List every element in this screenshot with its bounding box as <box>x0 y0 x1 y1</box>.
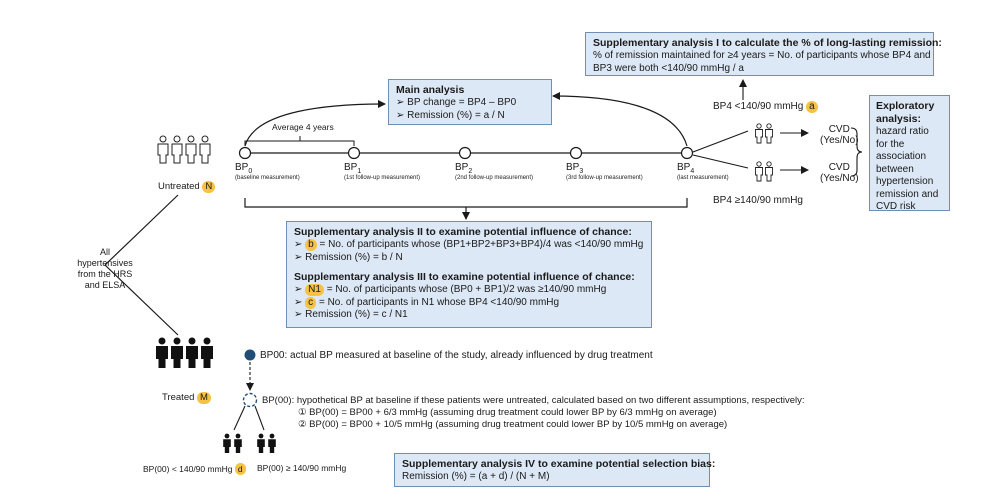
arrow-bp0-to-main <box>244 100 386 147</box>
exploratory-title: Exploratory analysis: <box>876 100 935 125</box>
treated-low-people-icon <box>223 433 242 453</box>
supp1-title: Supplementary analysis I to calculate th… <box>593 37 942 49</box>
untreated-people-icon <box>157 135 211 164</box>
node-bp2 <box>458 146 472 160</box>
supp4-title: Supplementary analysis IV to examine pot… <box>402 458 716 470</box>
node-bp0 <box>238 146 252 160</box>
bp00-hypothetical-dot <box>242 392 258 408</box>
bp00-dot <box>244 349 256 361</box>
badge-n1: N1 <box>305 284 324 296</box>
exploratory-box: Exploratory analysis: hazard ratio for t… <box>869 95 950 212</box>
untreated-label: Untreated N <box>158 181 216 193</box>
all-hypertensives-label: All hypertensives from the HRS and ELSA <box>77 247 133 290</box>
interval-bracket <box>244 140 355 146</box>
main-analysis-title: Main analysis <box>396 84 465 96</box>
cvd-label-1: CVD(Yes/No) <box>820 124 859 146</box>
supp4-box: Supplementary analysis IV to examine pot… <box>394 453 716 487</box>
remission-people-icon <box>755 123 773 144</box>
outcome-high-label: BP4 ≥140/90 mmHg <box>713 195 803 206</box>
label-bp2: BP2 <box>455 162 473 175</box>
assumption-2: ② BP(00) = BP00 + 10/5 mmHg (assuming dr… <box>298 419 728 430</box>
treated-people-icon <box>156 337 213 368</box>
treated-high-label: BP(00) ≥ 140/90 mmHg <box>257 463 347 473</box>
main-analysis-box: Main analysis ➢ BP change = BP4 – BP0 ➢ … <box>388 79 552 125</box>
timeline-nodes <box>238 146 694 160</box>
treated-low-label: BP(00) < 140/90 mmHg d <box>143 463 246 475</box>
bp00-description: BP00: actual BP measured at baseline of … <box>260 350 653 361</box>
tree-line-treated <box>104 264 179 336</box>
label-bp4: BP4 <box>677 162 695 175</box>
caption-bp0: (baseline measurement) <box>235 175 300 181</box>
bp00-hypothetical-description: BP(00): hypothetical BP at baseline if t… <box>262 395 805 406</box>
label-bp1: BP1 <box>344 162 362 175</box>
fork-low <box>692 130 749 153</box>
caption-bp3: (3rd follow-up measurement) <box>566 175 643 181</box>
node-bp1 <box>347 146 361 160</box>
label-bp3: BP3 <box>566 162 584 175</box>
tree-line-untreated <box>104 194 179 266</box>
caption-bp2: (2nd follow-up measurement) <box>455 175 534 181</box>
badge-n: N <box>202 181 216 193</box>
supp2-bracket <box>244 198 688 208</box>
supp3-title: Supplementary analysis III to examine po… <box>294 271 635 283</box>
treated-high-people-icon <box>257 433 276 453</box>
supp1-box: Supplementary analysis I to calculate th… <box>585 32 942 76</box>
badge-m: M <box>197 392 211 404</box>
treated-label: Treated M <box>162 392 211 404</box>
supp4-formula: Remission (%) = (a + d) / (N + M) <box>402 471 550 482</box>
badge-d: d <box>234 463 246 475</box>
label-bp0: BP0 <box>235 162 253 175</box>
badge-c: c <box>305 296 317 309</box>
caption-bp4: (last measurement) <box>677 175 729 181</box>
main-analysis-item: ➢ BP change = BP4 – BP0 <box>396 97 517 108</box>
cvd-label-2: CVD(Yes/No) <box>820 162 859 184</box>
node-bp4 <box>680 146 694 160</box>
arrow-bp4-to-main <box>552 92 688 147</box>
outcome-low-label: BP4 <140/90 mmHg a <box>713 101 818 113</box>
supp2-title: Supplementary analysis II to examine pot… <box>294 226 632 238</box>
badge-b: b <box>305 239 317 251</box>
node-bp3 <box>569 146 583 160</box>
main-analysis-item: ➢ Remission (%) = a / N <box>396 109 505 121</box>
caption-bp1: (1st follow-up measurement) <box>344 175 421 181</box>
cvd-brace <box>850 127 863 177</box>
supp2-3-box: Supplementary analysis II to examine pot… <box>286 221 652 328</box>
fork-high <box>692 154 749 169</box>
no-remission-people-icon <box>755 161 773 182</box>
assumption-1: ① BP(00) = BP00 + 6/3 mmHg (assuming dru… <box>298 407 717 418</box>
badge-a: a <box>806 101 818 113</box>
interval-label: Average 4 years <box>272 122 334 132</box>
